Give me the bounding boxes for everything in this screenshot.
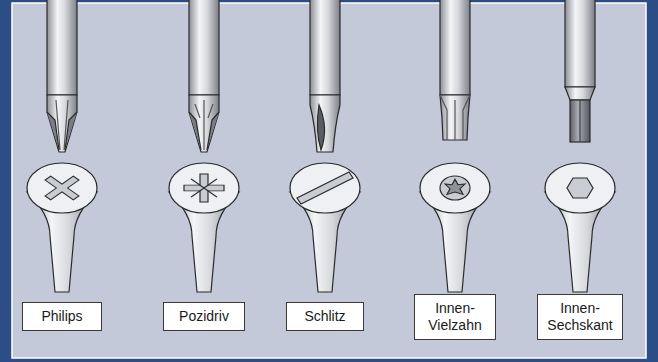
label-box: Philips <box>22 302 102 331</box>
torx-driver <box>420 0 490 292</box>
label-box: Pozidriv <box>163 302 245 331</box>
slotted-driver <box>290 0 360 292</box>
screw-type-label: Schlitz <box>291 308 359 325</box>
label-box: Schlitz <box>286 302 364 331</box>
screw-type-label: Philips <box>27 308 97 325</box>
screw-type-label: Innen- Sechskant <box>542 300 618 334</box>
philips-driver <box>27 0 97 292</box>
label-box: Innen- Vielzahn <box>414 294 496 340</box>
label-box: Innen- Sechskant <box>537 294 623 340</box>
pozidriv-driver <box>169 0 239 292</box>
screw-type-label: Innen- Vielzahn <box>419 300 491 334</box>
hex-driver <box>545 0 615 292</box>
screw-type-label: Pozidriv <box>168 308 240 325</box>
